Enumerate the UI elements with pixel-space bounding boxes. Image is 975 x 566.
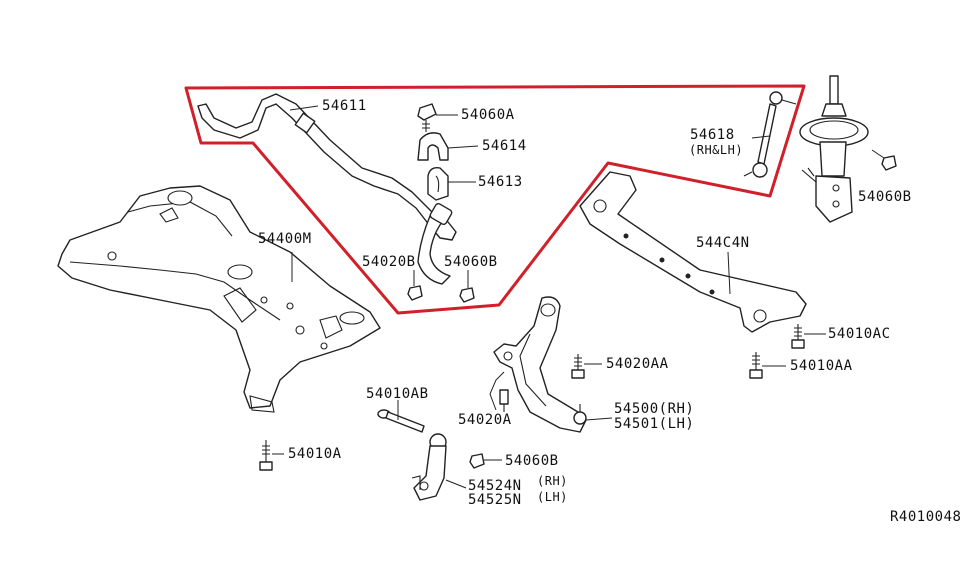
nut-54060a <box>417 103 437 132</box>
stabilizer-bar <box>197 93 457 285</box>
transverse-link <box>579 171 807 333</box>
label-54525n-side: (LH) <box>537 490 568 504</box>
label-54020a: 54020A <box>458 412 512 428</box>
label-54524n: 54524N <box>468 478 522 494</box>
label-54060a: 54060A <box>461 107 515 123</box>
label-54525n: 54525N <box>468 492 522 508</box>
stabilizer-link <box>743 91 797 178</box>
clamp-54614 <box>417 132 449 161</box>
bolt-54010a <box>259 440 273 471</box>
label-54618-side: (RH&LH) <box>689 143 744 157</box>
nut-54020b <box>407 285 423 301</box>
label-54400m: 54400M <box>258 231 312 247</box>
label-54613: 54613 <box>478 174 523 190</box>
leader-lines <box>272 105 826 489</box>
label-54060b-low: 54060B <box>505 453 559 469</box>
bolt-54010ac <box>791 324 805 349</box>
strut-assembly <box>799 75 869 223</box>
bolt-54010aa <box>749 352 763 379</box>
label-54010ab: 54010AB <box>366 386 429 402</box>
label-54614: 54614 <box>482 138 527 154</box>
label-54501: 54501(LH) <box>614 416 695 432</box>
label-54618: 54618 <box>690 127 735 143</box>
bolt-54020a <box>499 389 509 412</box>
label-54060b-strut: 54060B <box>858 189 912 205</box>
bolt-54020aa <box>571 354 585 379</box>
label-54611: 54611 <box>322 98 367 114</box>
nut-54060b-mid <box>459 287 475 303</box>
label-54010a: 54010A <box>288 446 342 462</box>
bushing-54613 <box>427 166 449 201</box>
label-54060b-mid: 54060B <box>444 254 498 270</box>
bolt-54010ab <box>377 409 425 433</box>
label-54500: 54500(RH) <box>614 401 695 417</box>
label-54010aa: 54010AA <box>790 358 853 374</box>
label-54020aa: 54020AA <box>606 356 669 372</box>
nut-54060b-low <box>469 453 485 469</box>
nut-54060b-strut <box>871 149 897 171</box>
diagram-reference-number: R4010048 <box>890 509 962 525</box>
highlight-outline <box>184 84 806 315</box>
suspension-member <box>57 185 381 413</box>
label-54524n-side: (RH) <box>537 474 568 488</box>
label-54010ac: 54010AC <box>828 326 891 342</box>
bracket-54524n <box>411 433 447 501</box>
label-544c4n: 544C4N <box>696 235 750 251</box>
label-54020b: 54020B <box>362 254 416 270</box>
lower-control-arm <box>493 296 587 433</box>
